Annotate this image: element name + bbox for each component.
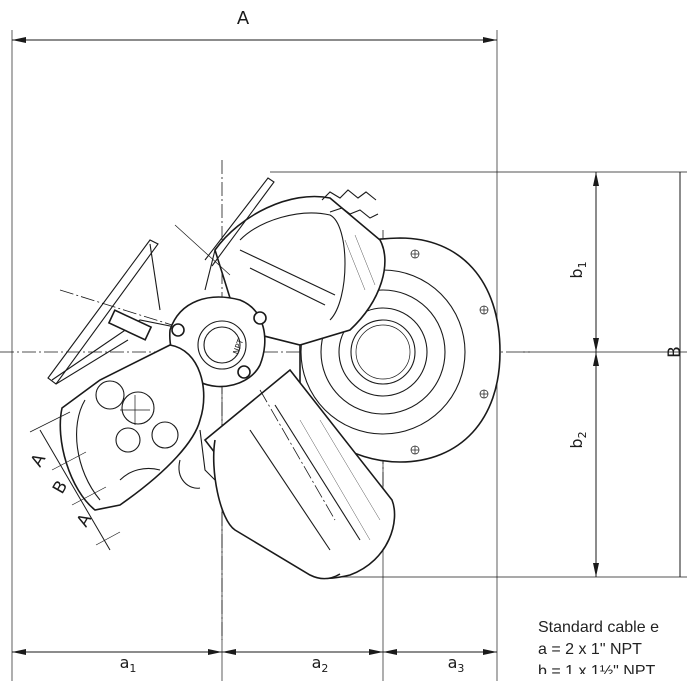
dimension-label-A: A <box>237 8 250 29</box>
cable-entry-note-line2: a = 2 x 1" NPT <box>538 641 642 658</box>
cable-entry-note-line3: b = 1 x 1½" NPT <box>538 663 656 674</box>
electronics-housing-upper <box>214 189 386 346</box>
dimension-label-b2: b2 <box>567 431 589 448</box>
lever-handle-upper <box>174 177 275 291</box>
motor-housing-lower <box>203 368 396 580</box>
handwheel <box>47 239 191 385</box>
entry-dim-B: B <box>49 477 72 497</box>
control-housing-left <box>59 344 205 511</box>
dimension-label-a2: a2 <box>312 653 329 675</box>
entry-dim-A-bottom: A <box>73 510 96 530</box>
bolt-holes <box>410 249 489 455</box>
dimension-label-a1: a1 <box>120 653 137 675</box>
dimension-overall-width: A <box>11 8 498 681</box>
entry-dim-A-top: A <box>27 450 50 470</box>
cable-glands <box>178 429 216 489</box>
dimension-label-B: B <box>665 346 685 358</box>
dimension-label-b1: b1 <box>567 261 589 278</box>
dimension-label-a3: a3 <box>448 653 465 675</box>
cable-entry-note-line1: Standard cable e <box>538 619 659 636</box>
dimension-overall-height: b1 b2 B <box>270 171 687 578</box>
